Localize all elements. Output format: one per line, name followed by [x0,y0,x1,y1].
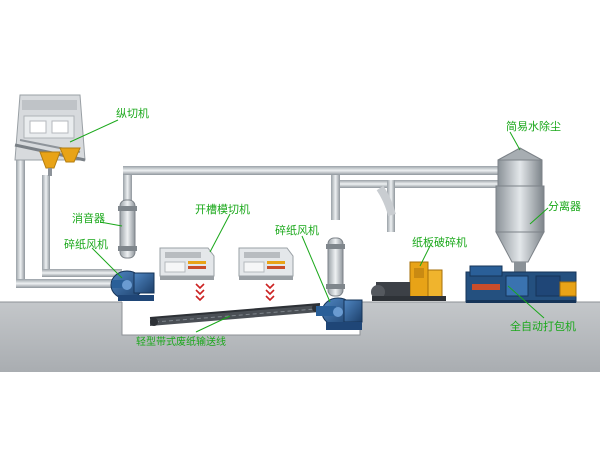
duct-segment [16,279,118,288]
label-separator: 分离器 [548,199,581,213]
duct-segment [123,172,132,212]
conveyor-belt [149,303,321,326]
duct-segment [42,175,50,275]
label-conveyor: 轻型带式废纸输送线 [136,335,226,348]
board-crusher-machine [371,261,446,301]
silencer-left [118,199,137,259]
shredder-fan-middle [316,297,363,330]
label-shredder-fan-right: 碎纸风机 [275,223,319,237]
label-slotting-die-cutter: 开槽模切机 [195,202,250,216]
silencer-middle [326,237,345,297]
separator-cyclone [495,185,545,272]
longitudinal-cutter-machine [14,94,86,176]
label-board-crusher: 纸板破碎机 [412,235,467,249]
duct-segment [123,166,503,175]
slotting-die-cutter-2 [238,247,294,280]
slotting-die-cutter-1 [159,247,215,280]
air-duct-network [16,140,503,288]
duct-segment [340,180,500,188]
labels: 纵切机 消音器 碎纸风机 开槽模切机 碎纸风机 轻型带式废纸输送线 纸板破碎机 … [64,106,581,348]
drop-arrows [195,283,275,302]
duct-segment [331,175,340,220]
shredder-fan-left [110,270,155,301]
red-down-arrow-icon [195,283,205,302]
label-dust-remover: 简易水除尘 [506,119,561,133]
automatic-baler [465,265,577,303]
duct-segment [16,140,25,285]
label-shredder-fan-left: 碎纸风机 [64,237,108,251]
label-longitudinal-cutter: 纵切机 [116,106,149,120]
dust-remover [497,147,543,187]
duct-segment [42,269,122,277]
label-silencer: 消音器 [72,211,105,225]
label-baler: 全自动打包机 [510,319,576,333]
leader-lines [69,119,549,333]
red-down-arrow-icon [265,283,275,302]
